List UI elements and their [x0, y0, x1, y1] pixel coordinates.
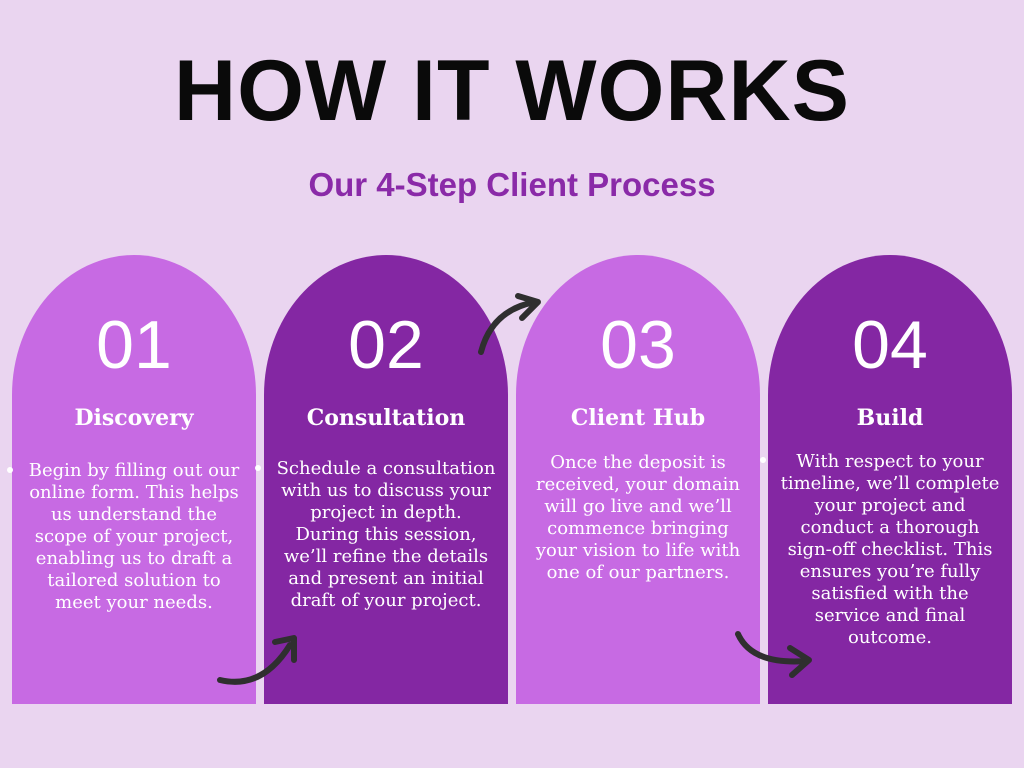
step-description: Once the deposit is received, your domai…: [535, 452, 741, 583]
step-card-client-hub: 03 Client Hub Once the deposit is receiv…: [516, 255, 760, 704]
step-number: 02: [348, 307, 424, 383]
step-description: Begin by filling out our online form. Th…: [28, 460, 240, 613]
decorative-dot: [760, 457, 766, 463]
step-title: Consultation: [306, 405, 466, 431]
step-card-discovery: 01 Discovery Begin by filling out our on…: [12, 255, 256, 704]
step-card-build: 04 Build With respect to your timeline, …: [768, 255, 1012, 704]
step-description: Schedule a consultation with us to discu…: [276, 458, 496, 611]
page-subtitle: Our 4-Step Client Process: [308, 166, 716, 203]
step-title: Build: [856, 405, 924, 431]
step-number: 03: [600, 307, 676, 383]
step-number: 01: [96, 307, 172, 383]
step-card-consultation: 02 Consultation Schedule a consultation …: [264, 255, 508, 704]
decorative-dot: [255, 465, 261, 471]
step-title: Discovery: [74, 405, 194, 431]
step-title: Client Hub: [570, 405, 706, 431]
step-number: 04: [852, 307, 928, 383]
page-title: HOW IT WORKS: [173, 43, 851, 139]
step-description: With respect to your timeline, we’ll com…: [780, 451, 1000, 648]
decorative-dot: [7, 467, 13, 473]
